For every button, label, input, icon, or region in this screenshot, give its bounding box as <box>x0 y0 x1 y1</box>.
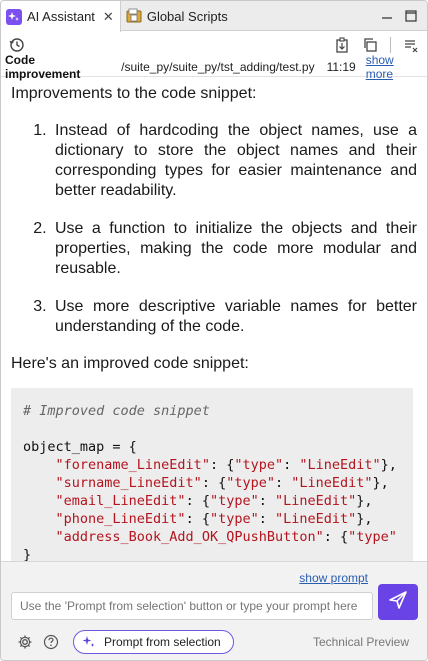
prompt-input[interactable] <box>11 592 373 620</box>
close-icon[interactable]: ✕ <box>102 8 114 24</box>
improvement-list: Instead of hardcoding the object names, … <box>11 121 417 337</box>
tab-ai-assistant[interactable]: AI Assistant ✕ <box>1 1 121 32</box>
copy-icon[interactable] <box>362 37 378 53</box>
ai-sparkle-icon <box>6 8 22 25</box>
improved-snippet-label: Here's an improved code snippet: <box>11 355 249 372</box>
sparkle-icon <box>82 635 96 649</box>
code-comment: # Improved code snippet <box>23 403 210 419</box>
prompt-area: show prompt Prompt from selection Techni… <box>1 561 427 660</box>
send-icon <box>388 590 408 615</box>
prompt-from-selection-button[interactable]: Prompt from selection <box>73 630 234 654</box>
code-assign-line: object_map = { <box>23 439 137 455</box>
gear-icon[interactable] <box>17 634 33 650</box>
show-more-link[interactable]: show more <box>365 52 394 81</box>
window-controls <box>381 1 427 30</box>
code-entry-line: "email_LineEdit": {"type": "LineEdit"}, <box>55 493 373 509</box>
send-button[interactable] <box>378 584 418 620</box>
context-bar: Code improvement /suite_py/suite_py/tst_… <box>1 53 427 81</box>
context-file-path: /suite_py/suite_py/tst_adding/test.py <box>121 59 315 74</box>
context-title: Code improvement <box>5 52 81 81</box>
list-item: Use more descriptive variable names for … <box>51 297 417 337</box>
tab-label: AI Assistant <box>27 9 95 24</box>
toolbar-actions <box>334 36 419 53</box>
tab-bar: AI Assistant ✕ Global Scripts <box>1 1 427 32</box>
code-close-line: } <box>23 547 32 561</box>
list-item: Instead of hardcoding the object names, … <box>51 121 417 201</box>
code-entry-line: "address_Book_Add_OK_QPushButton": {"typ… <box>55 529 397 545</box>
prompt-from-selection-label: Prompt from selection <box>104 635 221 649</box>
code-blank-line <box>23 420 413 438</box>
tab-label: Global Scripts <box>146 8 228 24</box>
clear-list-icon[interactable] <box>403 37 419 53</box>
assistant-toolbar <box>1 32 427 57</box>
code-entry-line: "forename_LineEdit": {"type": "LineEdit"… <box>55 457 397 473</box>
scripts-folder-icon <box>126 8 142 24</box>
technical-preview-label: Technical Preview <box>312 635 409 649</box>
context-timestamp: 11:19 <box>326 59 356 74</box>
help-icon[interactable] <box>43 634 59 650</box>
minimize-icon[interactable] <box>381 10 393 22</box>
history-icon[interactable] <box>9 37 25 53</box>
tab-global-scripts[interactable]: Global Scripts <box>121 1 234 31</box>
response-intro: Improvements to the code snippet: <box>11 85 257 102</box>
list-item: Use a function to initialize the objects… <box>51 219 417 279</box>
code-entry-line: "surname_LineEdit": {"type": "LineEdit"}… <box>55 475 389 491</box>
code-block[interactable]: # Improved code snippet object_map = { "f… <box>11 388 413 561</box>
toolbar-separator <box>390 36 391 53</box>
maximize-icon[interactable] <box>405 9 417 22</box>
insert-to-editor-icon[interactable] <box>334 36 350 53</box>
show-prompt-link[interactable]: show prompt <box>299 571 368 585</box>
tab-spacer <box>234 1 381 30</box>
prompt-footer: Prompt from selection Technical Preview <box>1 628 427 656</box>
assistant-response: Improvements to the code snippet: Instea… <box>1 78 427 561</box>
code-entry-line: "phone_LineEdit": {"type": "LineEdit"}, <box>55 511 373 527</box>
